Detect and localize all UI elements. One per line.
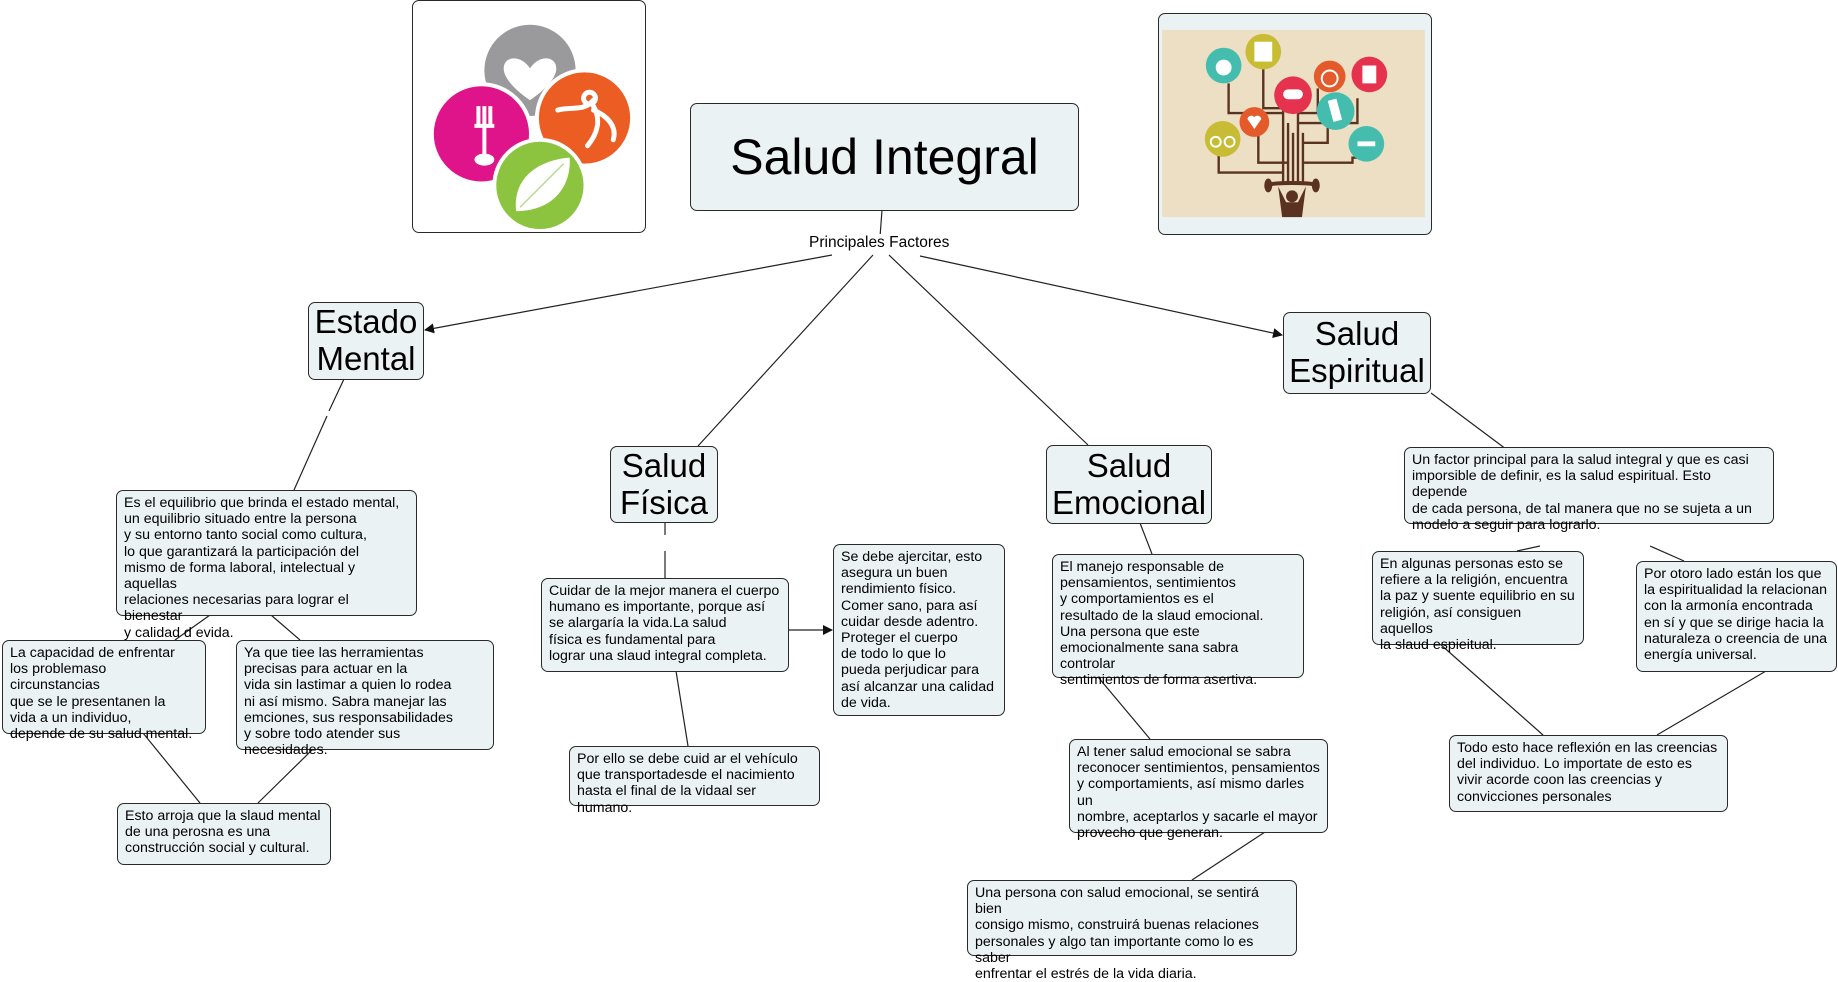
connector-to-salud-emocional <box>888 254 1089 446</box>
connector-mental-to-main-2 <box>293 415 328 491</box>
dancer-icon <box>555 89 617 149</box>
factor-salud-emocional[interactable]: Salud Emocional <box>1046 445 1212 524</box>
factor-estado-mental[interactable]: Estado Mental <box>308 302 424 380</box>
factor-salud-espiritual[interactable]: Salud Espiritual <box>1283 312 1431 394</box>
connector-fisica-main-to-bottom <box>675 670 689 747</box>
note-mental-main[interactable]: Es el equilibrio que brinda el estado me… <box>116 490 417 641</box>
person-lifting-icon <box>1286 190 1298 203</box>
factor-salud-fisica[interactable]: Salud Física <box>610 446 718 523</box>
connector-mental-to-main <box>328 378 345 412</box>
health-logo-image <box>412 0 646 233</box>
note-emocional-second[interactable]: Al tener salud emocional se sabra recono… <box>1069 739 1328 841</box>
connector-emocional-to-first <box>1139 522 1153 555</box>
health-logo-icon <box>429 24 635 232</box>
connector-to-salud-fisica <box>697 254 874 447</box>
note-fisica-bottom[interactable]: Por ello se debe cuid ar el vehículo que… <box>569 746 820 816</box>
central-topic-salud-integral[interactable]: Salud Integral <box>690 103 1079 211</box>
note-mental-left[interactable]: La capacidad de enfrentar los problemaso… <box>2 640 206 742</box>
note-espiritual-right[interactable]: Por otoro lado están los que la espiritu… <box>1636 561 1837 672</box>
health-tree-icon <box>1162 29 1425 218</box>
note-espiritual-left[interactable]: En algunas personas esto se refiere a la… <box>1372 551 1584 653</box>
dance-circle <box>534 68 635 168</box>
note-fisica-side[interactable]: Se debe ajercitar, esto asegura un buen … <box>833 544 1005 716</box>
connector-mental-left-to-conclusion <box>142 732 201 804</box>
note-mental-conclusion[interactable]: Esto arroja que la slaud mental de una p… <box>117 803 331 865</box>
heart-icon <box>503 58 557 101</box>
bulb-base <box>474 153 495 166</box>
arrow-to-salud-espiritual <box>919 255 1283 338</box>
arrow-to-estado-mental <box>424 254 833 334</box>
link-label-principales-factores: Principales Factores <box>807 234 952 252</box>
healthy-tree-image <box>1158 13 1432 235</box>
connector-espiritual-main-to-right <box>1649 545 1685 562</box>
note-espiritual-main[interactable]: Un factor principal para la salud integr… <box>1404 447 1774 533</box>
note-mental-right[interactable]: Ya que tiee las herramientas precisas pa… <box>236 640 494 758</box>
connector-espiritual-right-to-conclusion <box>1656 670 1767 736</box>
connector-title-to-label <box>879 209 883 238</box>
connector-mental-main-to-right <box>270 614 301 641</box>
note-emocional-first[interactable]: El manejo responsable de pensamientos, s… <box>1052 554 1304 688</box>
connector-espiritual-left-to-conclusion <box>1439 643 1544 736</box>
stopwatch-icon <box>1313 60 1346 93</box>
bicycle-icon <box>1204 121 1241 157</box>
note-espiritual-conclusion[interactable]: Todo esto hace reflexión en las creencia… <box>1449 735 1728 812</box>
note-fisica-main[interactable]: Cuidar de la mejor manera el cuerpo huma… <box>541 578 789 672</box>
note-emocional-third[interactable]: Una persona con salud emocional, se sent… <box>967 880 1297 982</box>
fork-icon <box>474 106 495 156</box>
